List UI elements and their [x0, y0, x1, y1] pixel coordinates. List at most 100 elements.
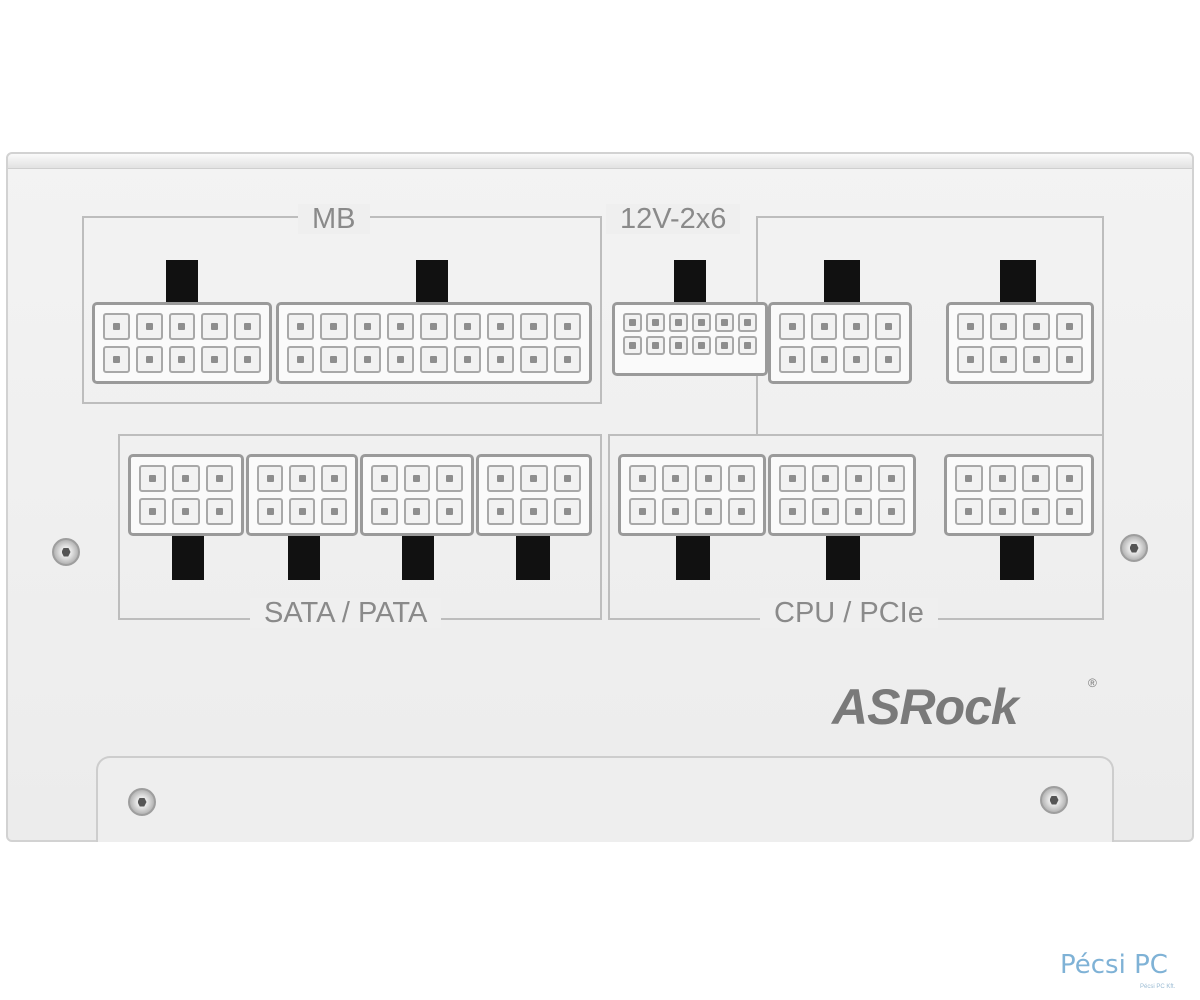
pin	[669, 336, 688, 355]
pin	[1055, 498, 1083, 525]
sata-connector-1[interactable]	[128, 454, 244, 536]
mb-connector-10pin[interactable]	[92, 302, 272, 384]
registered-mark: ®	[1088, 676, 1097, 690]
pin	[103, 346, 130, 373]
pin	[988, 498, 1016, 525]
pin	[957, 313, 984, 340]
pin	[1056, 313, 1083, 340]
cpu-latch-2	[826, 536, 860, 580]
pin	[234, 313, 261, 340]
pin	[371, 498, 398, 525]
pin	[1023, 346, 1050, 373]
pin	[646, 313, 665, 332]
pin	[728, 465, 755, 492]
pin	[662, 498, 689, 525]
pin	[321, 465, 347, 492]
v12-pcie-latch-2	[1000, 260, 1036, 302]
pin	[990, 313, 1017, 340]
sata-latch-3	[402, 536, 434, 580]
v12-latch	[674, 260, 706, 302]
sata-connector-3[interactable]	[360, 454, 474, 536]
mb-latch-2	[416, 260, 448, 302]
pin	[695, 498, 722, 525]
v12-pcie-latch-1	[824, 260, 860, 302]
pin	[629, 465, 656, 492]
pin	[738, 336, 757, 355]
pin	[623, 336, 642, 355]
cpu-connector-3[interactable]	[944, 454, 1094, 536]
pin	[487, 346, 515, 373]
pin	[646, 336, 665, 355]
bottom-bracket	[96, 756, 1114, 842]
pcie-connector-top-1[interactable]	[768, 302, 912, 384]
pin	[845, 498, 872, 525]
pin	[695, 465, 722, 492]
pin	[553, 313, 581, 340]
pin	[990, 346, 1017, 373]
pin	[623, 313, 642, 332]
v12-2x6-connector[interactable]	[612, 302, 768, 376]
cpu-connector-2[interactable]	[768, 454, 916, 536]
pin	[520, 498, 548, 525]
pin	[135, 313, 163, 340]
pin	[629, 498, 656, 525]
pin	[420, 346, 448, 373]
pin	[436, 465, 463, 492]
pin	[955, 498, 983, 525]
pin	[553, 465, 581, 492]
pin	[812, 498, 839, 525]
pin	[320, 313, 348, 340]
pin	[1023, 313, 1050, 340]
cpu-connector-1[interactable]	[618, 454, 766, 536]
mb-connector-18pin[interactable]	[276, 302, 592, 384]
pin	[955, 465, 983, 492]
pcie-connector-top-2[interactable]	[946, 302, 1094, 384]
pin	[875, 346, 901, 373]
pin	[715, 336, 734, 355]
pin	[487, 465, 515, 492]
pin	[520, 465, 548, 492]
pin	[321, 498, 347, 525]
pin	[403, 498, 431, 525]
pin	[103, 313, 130, 340]
pin	[811, 313, 837, 340]
pin	[353, 346, 381, 373]
pin	[287, 346, 315, 373]
pin	[320, 346, 348, 373]
sata-connector-2[interactable]	[246, 454, 358, 536]
watermark-subtext: Pécsi PC Kft.	[1140, 984, 1176, 990]
mb-latch-1	[166, 260, 198, 302]
pin	[289, 498, 315, 525]
pin	[692, 336, 711, 355]
screw-icon	[1120, 534, 1148, 562]
cpu-label: CPU / PCIe	[760, 598, 938, 628]
sata-label: SATA / PATA	[250, 598, 442, 628]
screw-icon	[128, 788, 156, 816]
pin	[845, 465, 872, 492]
pin	[387, 313, 415, 340]
asrock-logo: ASRock	[832, 679, 1019, 735]
pin	[205, 465, 233, 492]
pin	[1056, 346, 1083, 373]
pin	[403, 465, 431, 492]
pin	[715, 313, 734, 332]
pin	[168, 346, 196, 373]
panel-top-lip	[8, 154, 1192, 169]
pin	[436, 498, 463, 525]
pin	[172, 465, 200, 492]
pin	[728, 498, 755, 525]
pin	[520, 346, 548, 373]
pin	[201, 346, 229, 373]
pin	[172, 498, 200, 525]
screw-icon	[52, 538, 80, 566]
screw-icon	[1040, 786, 1068, 814]
pin	[205, 498, 233, 525]
pin	[878, 465, 905, 492]
pin	[139, 498, 167, 525]
cpu-latch-1	[676, 536, 710, 580]
sata-connector-4[interactable]	[476, 454, 592, 536]
pin	[669, 313, 688, 332]
pin	[1022, 465, 1050, 492]
pin	[201, 313, 229, 340]
pin	[168, 313, 196, 340]
